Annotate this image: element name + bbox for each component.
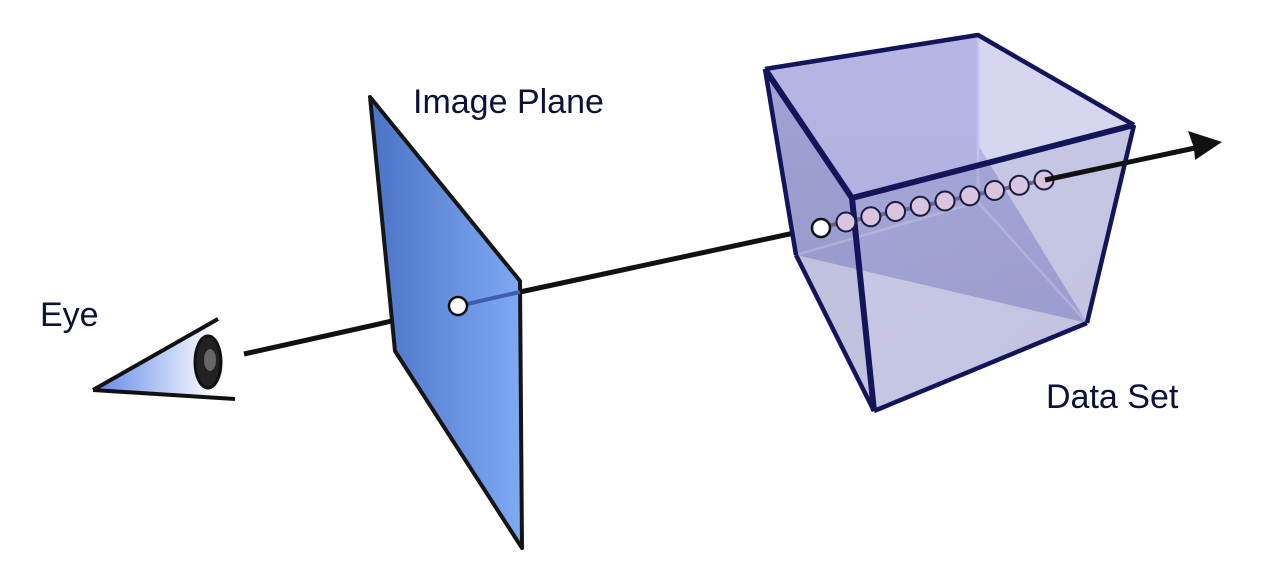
ray-samples (835, 169, 1055, 233)
view-ray-segment-exit (1044, 145, 1196, 183)
ray-sample-point (984, 180, 1005, 201)
image-plane (368, 95, 524, 550)
ray-sample-point (860, 206, 882, 228)
image-plane-pixel (447, 295, 469, 317)
ray-sample-point (959, 185, 981, 207)
ray-sample-point (934, 190, 956, 212)
ray-sample-point (835, 211, 857, 233)
eye-label: Eye (40, 296, 99, 334)
data-set-label: Data Set (1046, 378, 1179, 416)
image-plane-label: Image Plane (413, 83, 604, 121)
data-set-cube (762, 32, 1137, 414)
view-ray-segment-middle (519, 224, 823, 295)
ray-sample-point (885, 201, 906, 222)
arrow-right-icon (1188, 131, 1222, 160)
ray-entry-point (810, 217, 832, 239)
eye-icon (92, 317, 236, 401)
ray-sample-point (1008, 174, 1030, 196)
ray-sample-point (909, 195, 931, 217)
